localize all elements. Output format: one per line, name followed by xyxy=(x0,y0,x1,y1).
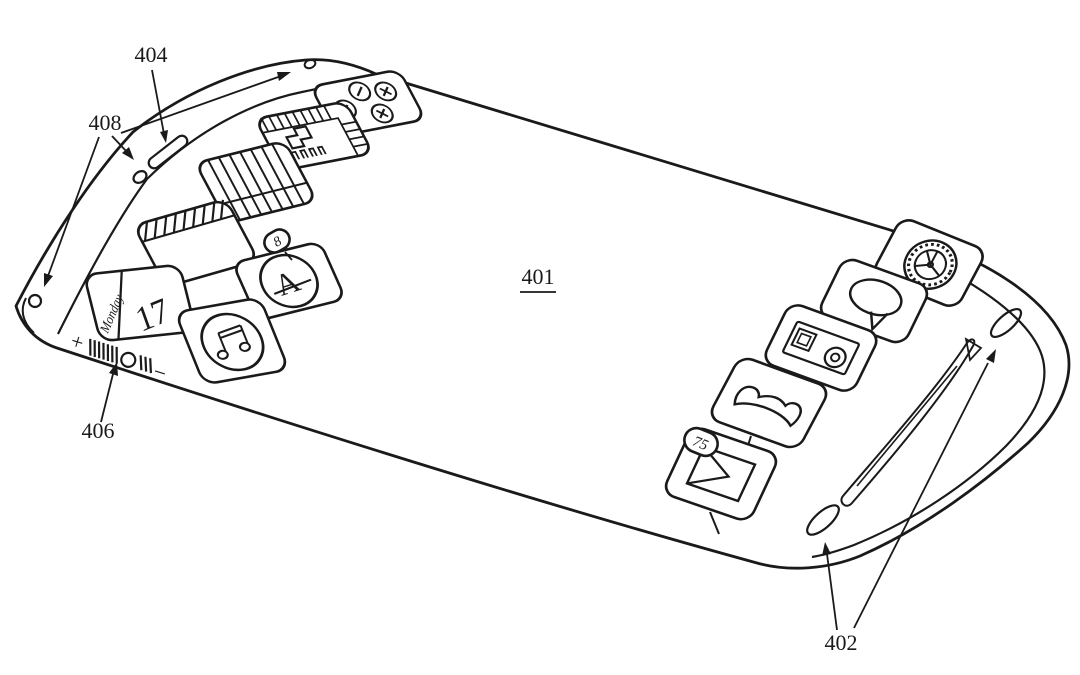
speaker-slot xyxy=(147,134,189,170)
volume-ticks-left xyxy=(89,338,118,364)
arrowhead-408-left xyxy=(44,273,53,287)
arrowhead-408-top xyxy=(277,72,291,81)
label-406: 406 xyxy=(82,418,115,443)
arrow-404 xyxy=(151,69,165,135)
sensor-opening-left xyxy=(27,293,43,309)
arrowhead-406 xyxy=(109,362,118,376)
app-store-badge-stub xyxy=(284,251,293,261)
volume-plus: + xyxy=(68,328,87,356)
label-408: 408 xyxy=(89,110,122,135)
blinds-icon xyxy=(198,142,314,222)
phone-icon xyxy=(710,357,828,449)
arrow-406 xyxy=(100,373,114,423)
left-tip-fold xyxy=(21,297,35,334)
arrow-408-mid xyxy=(111,135,128,153)
label-401: 401 xyxy=(522,264,555,289)
arrowhead-404 xyxy=(160,130,168,143)
app-store-badge: 8 xyxy=(263,228,291,254)
label-402: 402 xyxy=(825,630,858,655)
volume-indicator xyxy=(120,351,137,368)
audio-opening-bottom xyxy=(806,504,840,536)
display-slot-highlight xyxy=(840,338,976,507)
mail-icon xyxy=(664,427,778,521)
end-cap-seam xyxy=(811,243,1046,559)
device-outline xyxy=(14,58,1071,570)
display-slot-inner-line xyxy=(856,365,958,487)
music-icon xyxy=(177,298,287,384)
annotations: 401 404 408 406 402 xyxy=(44,42,996,655)
dock-connector-mail-stub xyxy=(709,511,720,535)
sensor-opening-front xyxy=(132,170,148,184)
arrow-408-top xyxy=(120,75,282,134)
mail-badge-count: 75 xyxy=(690,434,710,455)
app-store-icon: A xyxy=(235,242,343,320)
arrow-408-left xyxy=(47,136,100,277)
label-404: 404 xyxy=(135,42,168,67)
camera-icon xyxy=(764,304,878,392)
volume-minus: − xyxy=(150,358,169,386)
arrow-402-top xyxy=(853,362,989,629)
volume-ticks-right xyxy=(139,355,153,374)
mail-badge: 75 xyxy=(683,426,719,458)
clapperboard-icon xyxy=(136,199,256,286)
calendar-icon: Monday 17 xyxy=(85,264,195,342)
arrow-402-bottom xyxy=(826,553,838,631)
slot-corner-notch xyxy=(964,337,983,362)
arrowhead-408-mid xyxy=(122,147,134,160)
device-silhouette xyxy=(14,58,1071,570)
sensor-opening-top xyxy=(303,58,317,70)
dock-column: 75 xyxy=(664,219,984,535)
arrowhead-402-top xyxy=(986,349,996,363)
audio-opening-top xyxy=(989,308,1023,338)
arrowhead-402-bottom xyxy=(822,542,831,556)
home-screen-grid: Monday 17 A 8 xyxy=(85,70,423,384)
